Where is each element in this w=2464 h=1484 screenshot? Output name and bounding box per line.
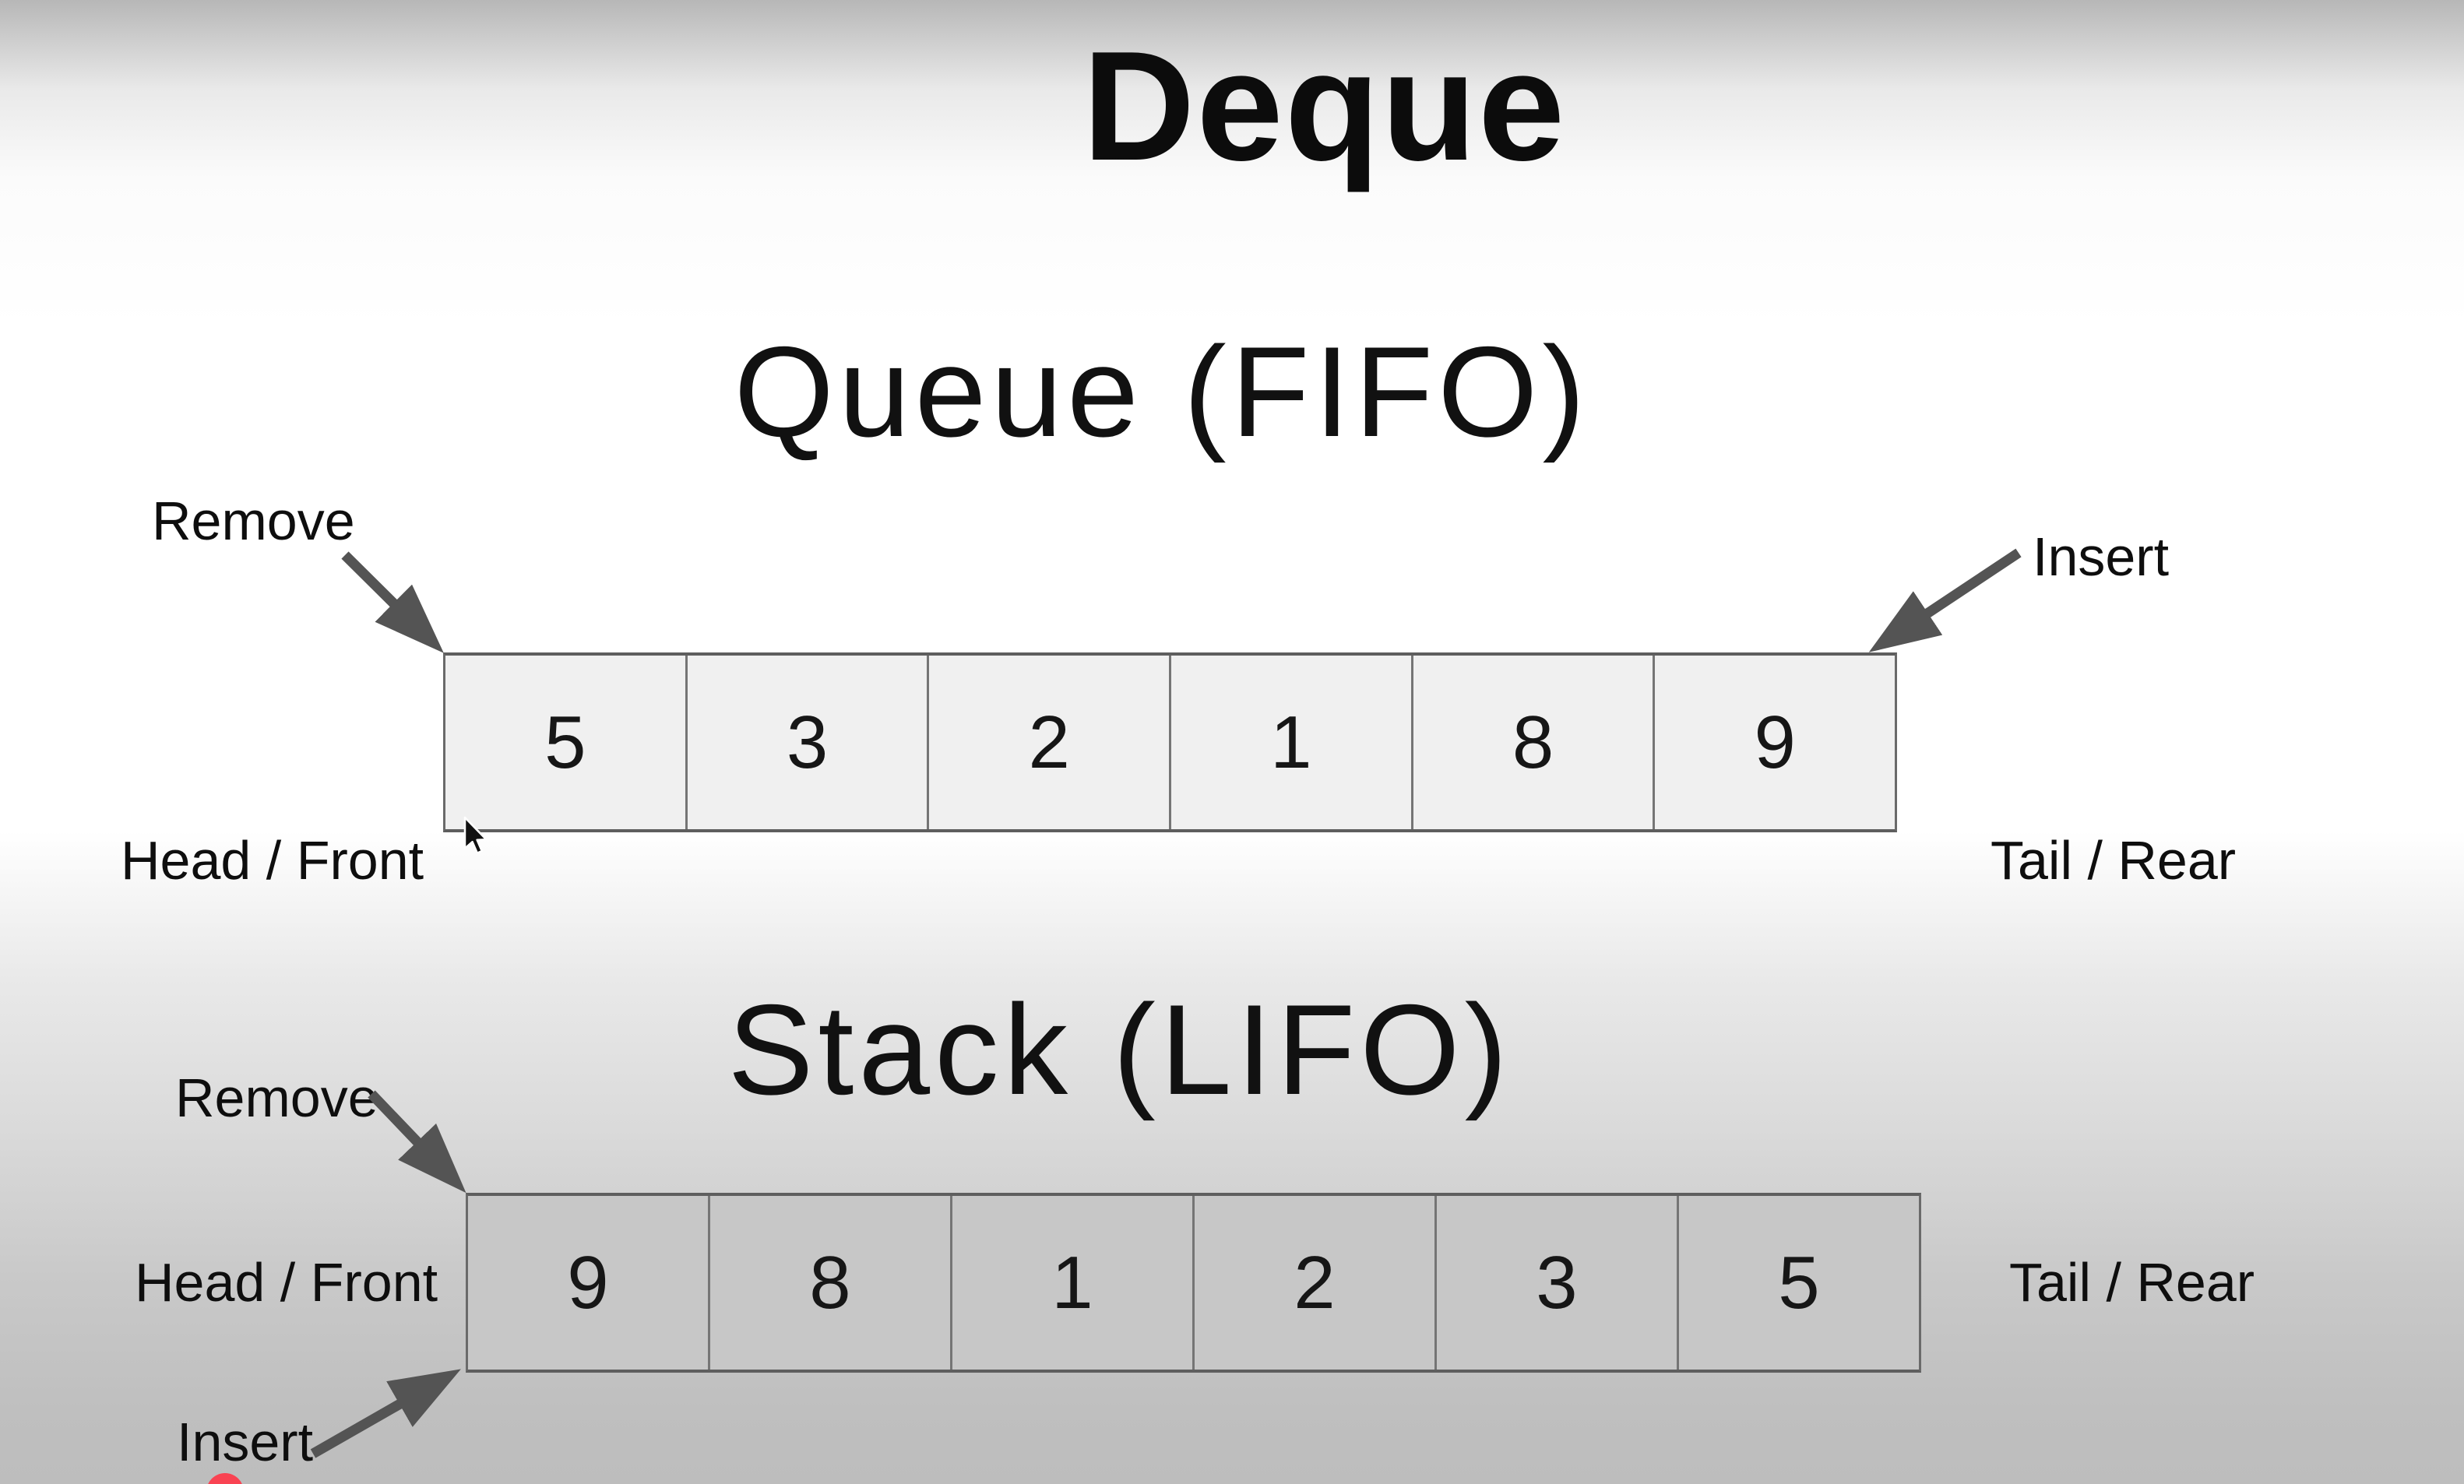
queue-cell: 1 bbox=[1169, 656, 1411, 829]
queue-cell: 3 bbox=[685, 656, 928, 829]
queue-cell: 9 bbox=[1653, 656, 1895, 829]
queue-cell-value: 3 bbox=[786, 700, 829, 784]
queue-cell: 2 bbox=[927, 656, 1169, 829]
queue-cell-value: 1 bbox=[1270, 700, 1312, 784]
stack-cell: 3 bbox=[1434, 1196, 1677, 1370]
stack-cell: 9 bbox=[468, 1196, 708, 1370]
stack-cell-value: 9 bbox=[567, 1240, 609, 1324]
stack-cell: 1 bbox=[950, 1196, 1192, 1370]
queue-tail-label: Tail / Rear bbox=[1991, 830, 2237, 891]
stack-insert-arrow bbox=[310, 1369, 461, 1458]
stack-insert-label: Insert bbox=[177, 1412, 314, 1472]
page-title: Deque bbox=[1082, 19, 1567, 193]
stack-array: 9 8 1 2 3 5 bbox=[466, 1193, 1921, 1373]
stack-remove-arrow bbox=[368, 1090, 466, 1194]
stack-cell-value: 2 bbox=[1294, 1240, 1336, 1324]
stack-head-label: Head / Front bbox=[135, 1252, 438, 1313]
stack-cell: 2 bbox=[1192, 1196, 1434, 1370]
queue-cell-value: 8 bbox=[1512, 700, 1554, 784]
stack-heading: Stack (LIFO) bbox=[727, 978, 1512, 1121]
stack-cell-value: 8 bbox=[809, 1240, 851, 1324]
queue-cell-value: 9 bbox=[1754, 700, 1796, 784]
queue-insert-label: Insert bbox=[2033, 526, 2170, 587]
queue-head-label: Head / Front bbox=[121, 830, 424, 891]
queue-cell: 5 bbox=[445, 656, 685, 829]
stack-tail-label: Tail / Rear bbox=[2009, 1252, 2255, 1313]
stack-cell: 5 bbox=[1677, 1196, 1919, 1370]
queue-array: 5 3 2 1 8 9 bbox=[443, 652, 1897, 832]
recording-dot bbox=[208, 1473, 242, 1484]
stack-cell-value: 1 bbox=[1051, 1240, 1093, 1324]
queue-cell-value: 2 bbox=[1028, 700, 1070, 784]
stack-cell-value: 3 bbox=[1536, 1240, 1578, 1324]
stack-cell: 8 bbox=[708, 1196, 950, 1370]
queue-remove-label: Remove bbox=[152, 491, 355, 551]
stack-cell-value: 5 bbox=[1778, 1240, 1820, 1324]
queue-cell-value: 5 bbox=[544, 700, 586, 784]
queue-remove-arrow bbox=[341, 551, 444, 653]
queue-heading: Queue (FIFO) bbox=[734, 320, 1590, 463]
stack-remove-label: Remove bbox=[175, 1067, 378, 1128]
queue-insert-arrow bbox=[1868, 548, 2022, 652]
queue-cell: 8 bbox=[1410, 656, 1653, 829]
